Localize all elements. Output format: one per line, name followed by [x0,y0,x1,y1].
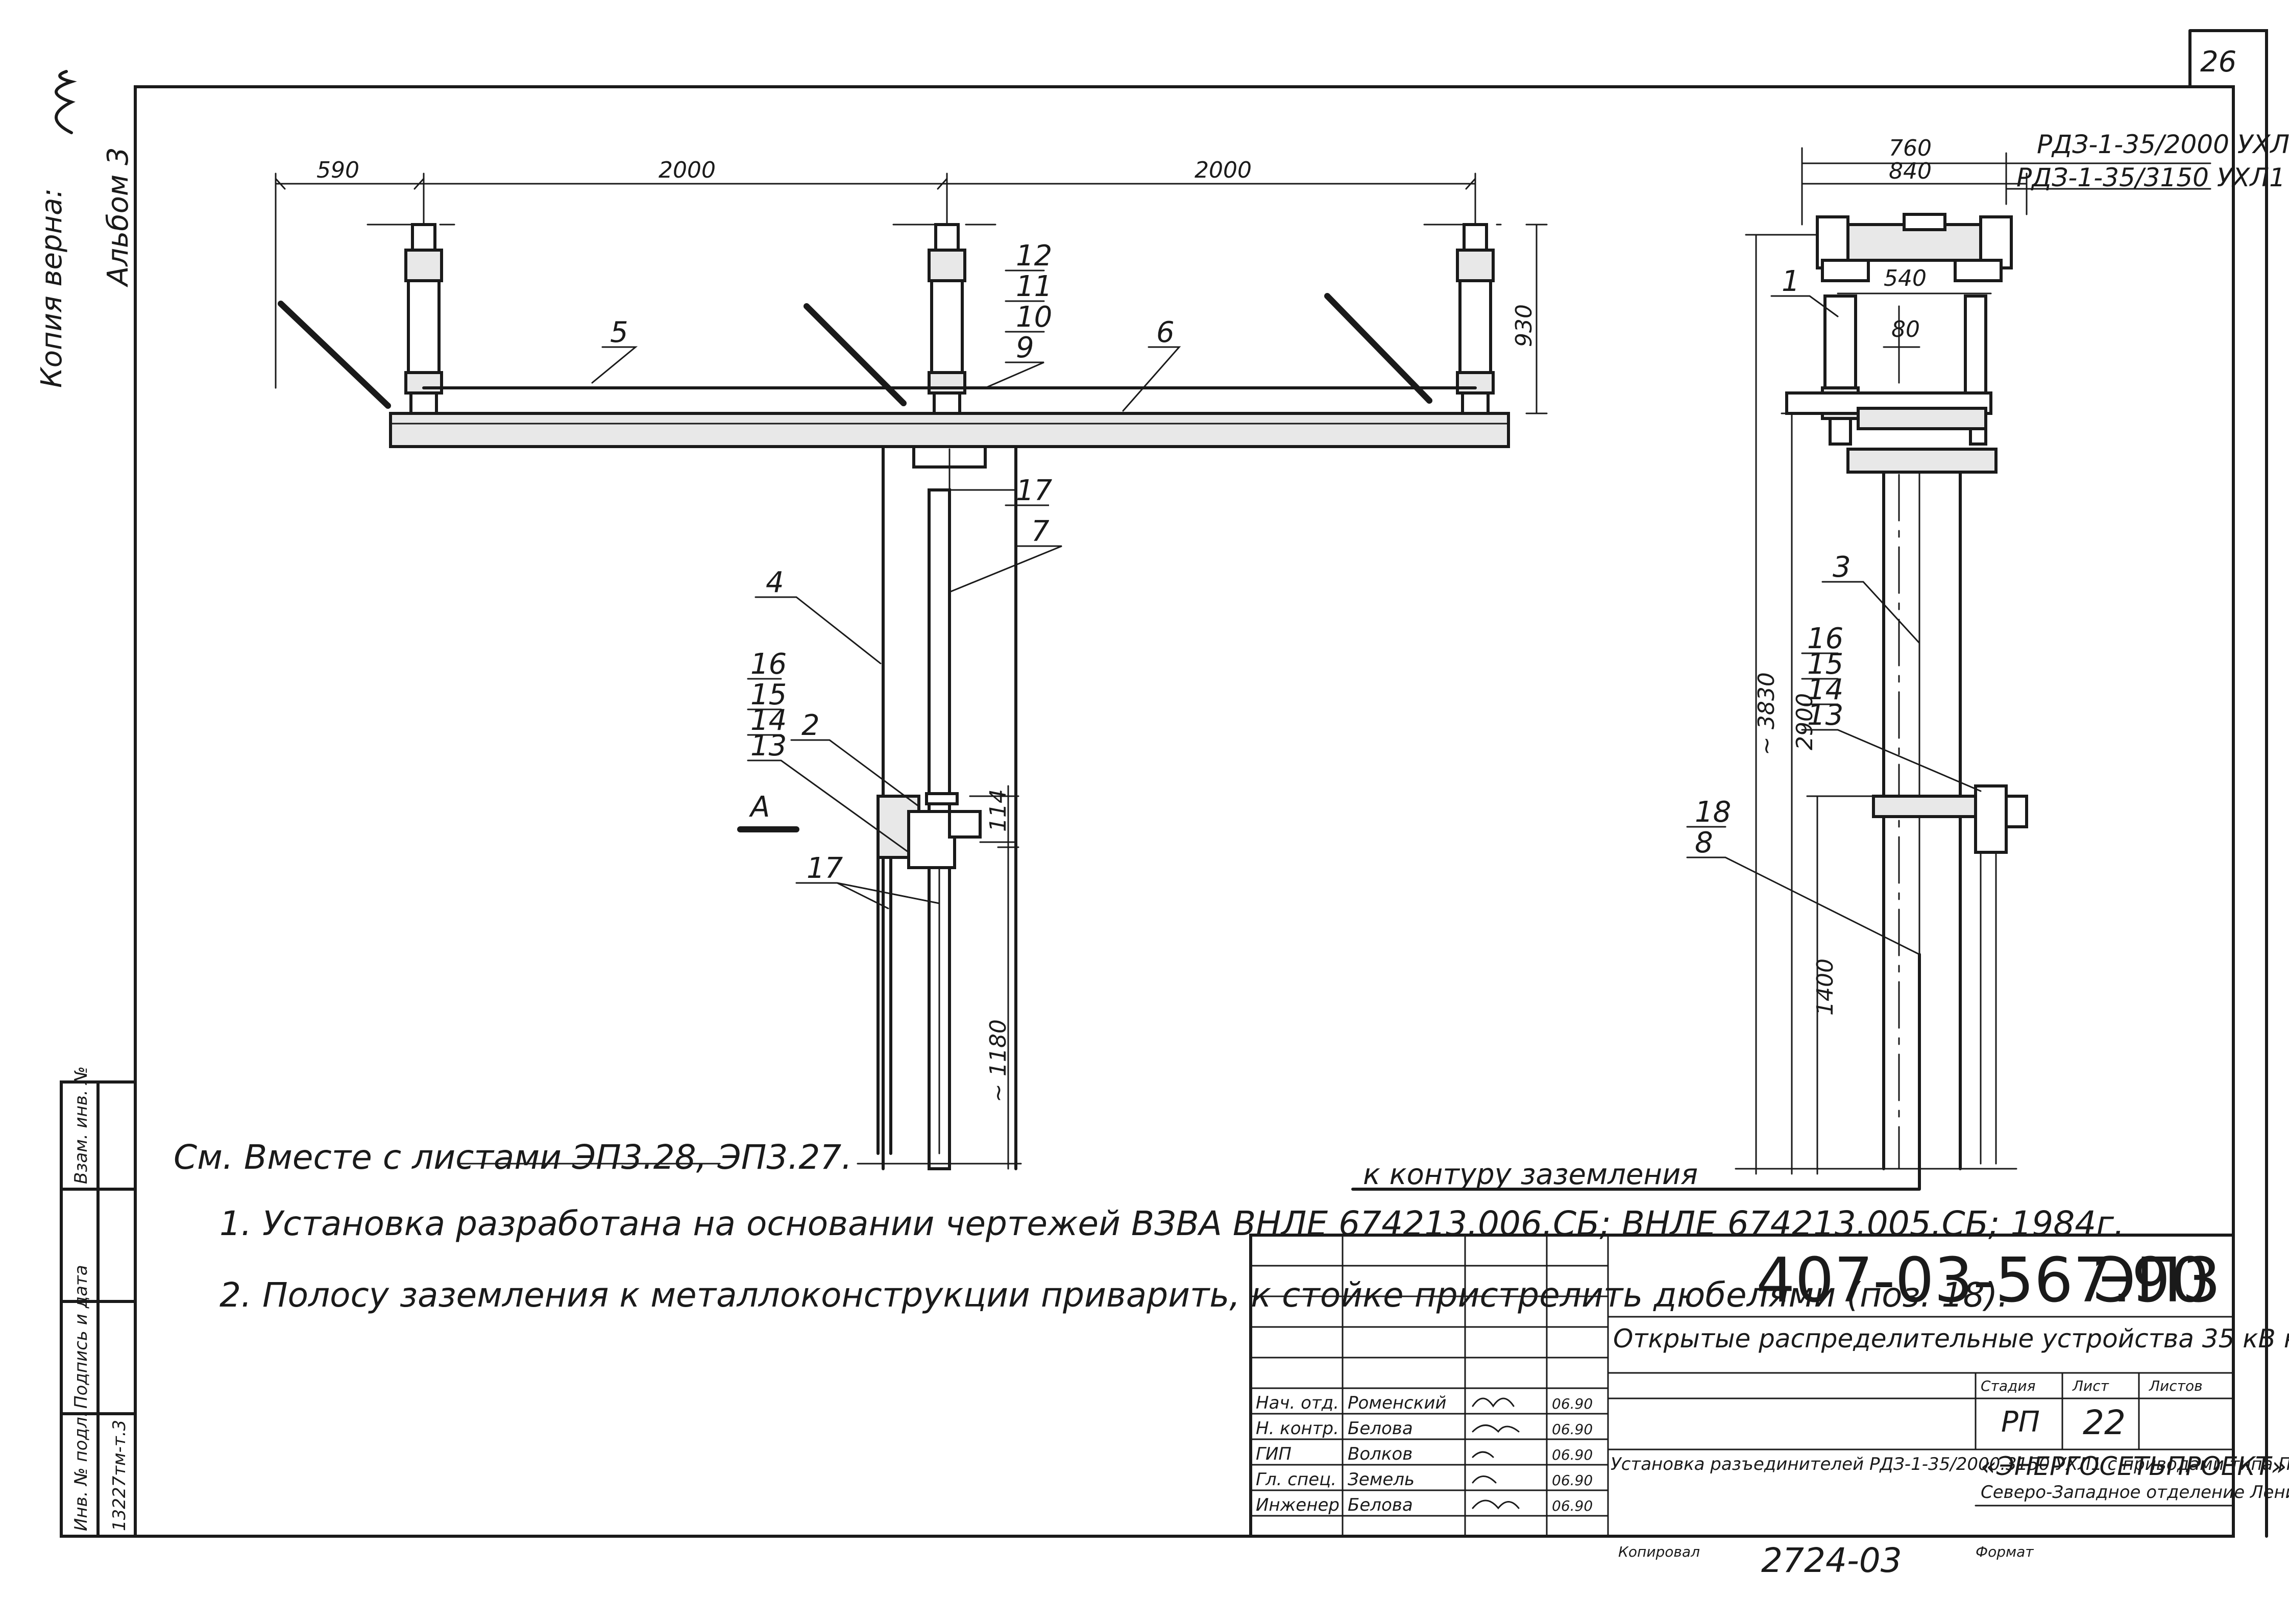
dim-590: 590 [316,157,359,183]
dim-840: 840 [1889,158,1932,184]
stamp-mark: ЭП3 [2093,1245,2221,1316]
insulator-middle [928,223,966,415]
dim-2000-right: 2000 [1195,157,1252,183]
signer-name-4: Белова [1348,1495,1413,1515]
view-mark-a: А [749,791,770,824]
label-7: 7 [1031,515,1050,548]
label-18: 18 [1695,796,1731,829]
label-16-side: 16 [1807,622,1843,655]
stamp-code: 407-03-567.90 [1756,1245,2209,1316]
title-block: 407-03-567.90 ЭП3 Открытые распределител… [1249,1234,2289,1538]
dim-540: 540 [1884,265,1927,291]
copy-signature [55,70,77,134]
dim-760: 760 [1889,135,1932,161]
signer-name-3: Земель [1348,1469,1415,1490]
stamp-org: «ЭНЕРГОСЕТЬПРОЕКТ» [1981,1451,2286,1481]
signer-date-3: 06.90 [1552,1472,1593,1489]
side-drive-bracket [1872,795,1992,818]
type-3150: РДЗ-1-35/3150 УХЛ1 [2016,163,2285,192]
label-10: 10 [1016,301,1052,334]
ground-rod [876,856,892,1155]
note-2: 2. Полосу заземления к металлоконструкци… [220,1275,2008,1315]
label-3: 3 [1833,551,1851,584]
sheet-frame [134,85,2235,1538]
signer-role-4: Инженер [1256,1495,1340,1515]
stamp-desc: Установка разъединителей РДЗ-1-35/2000.3… [1611,1454,2289,1474]
sheet-number-box [2188,29,2268,1538]
sheet-number: 26 [2200,45,2236,79]
label-5: 5 [610,316,628,349]
signer-role-1: Н. контр. [1256,1418,1339,1439]
side-stamp-inv-value: 13227тм-т.3 [109,1420,130,1531]
signatures [1472,1397,1520,1510]
signer-date-2: 06.90 [1552,1446,1593,1463]
dim-2000-left: 2000 [659,157,716,183]
stamp-sheets-h: Листов [2149,1377,2203,1394]
side-stamp-sign-date: Подпись и дата [71,1265,91,1409]
dim-114: 114 [985,789,1011,832]
label-17-top: 17 [1016,474,1053,507]
dim-930: 930 [1511,304,1537,347]
format-label: Формат [1976,1543,2034,1560]
signer-name-2: Волков [1348,1444,1413,1464]
signer-date-0: 06.90 [1552,1395,1593,1412]
blade-left [278,301,391,409]
signer-name-1: Белова [1348,1418,1413,1439]
frame-beam [389,412,1510,448]
front-view: 590 2000 2000 [275,157,1548,1175]
signer-name-0: Роменский [1348,1393,1447,1413]
stamp-org-sub: Северо-Западное отделение Ленинград [1981,1482,2289,1503]
copied-label: Копировал [1618,1543,1700,1560]
label-16-front: 16 [750,648,787,681]
label-1: 1 [1782,265,1800,298]
stamp-stage-h: Стадия [1981,1377,2035,1394]
insulator-left [404,223,443,415]
ground-note: к контуру заземления [1363,1158,1698,1191]
stamp-sheet-h: Лист [2072,1377,2109,1394]
side-drive [1974,784,2008,854]
label-9: 9 [1016,331,1034,364]
blade-right [1324,293,1432,404]
dim-2900: 2900 [1792,693,1818,750]
side-stamp-lines [60,1080,137,1538]
label-2: 2 [801,709,820,742]
signer-role-2: ГИП [1256,1444,1292,1464]
label-6: 6 [1156,316,1175,349]
signer-date-4: 06.90 [1552,1497,1593,1514]
dim-3830: ~ 3830 [1754,672,1780,755]
label-17-bottom: 17 [807,852,843,885]
label-11: 11 [1016,270,1052,303]
signer-role-0: Нач. отд. [1256,1393,1339,1413]
side-stamp-inv-orig: Инв. № подл. [71,1411,91,1531]
stamp-stage: РП [2001,1406,2040,1439]
note-1: 1. Установка разработана на основании че… [220,1204,2125,1243]
signer-date-1: 06.90 [1552,1421,1593,1438]
label-8: 8 [1695,826,1713,859]
dim-1400: 1400 [1812,958,1838,1016]
drawing-number: 2724-03 [1761,1541,1902,1580]
side-stamp-inv-repl: Взам. инв. № [71,1066,91,1184]
stamp-sheet: 22 [2083,1403,2126,1442]
side-view: 760 840 РДЗ-1-35/2000 УХЛ1 РДЗ-1-35/3150… [1351,130,2289,1191]
label-15-front: 15 [750,678,787,711]
label-12: 12 [1016,239,1052,273]
type-2000: РДЗ-1-35/2000 УХЛ1 [2037,130,2289,159]
label-4: 4 [766,566,784,599]
dim-1180: ~ 1180 [985,1019,1011,1102]
stamp-title: Открытые распределительные устройства 35… [1613,1324,2289,1354]
ground-strip [1351,953,1921,1191]
insulator-right [1456,223,1495,415]
side-beam [1846,448,1998,474]
dim-80: 80 [1891,316,1920,342]
signer-role-3: Гл. спец. [1256,1469,1336,1490]
see-also-note: См. Вместе с листами ЭП3.28, ЭП3.27. [174,1138,852,1177]
album-label: Альбом 3 [102,147,135,287]
copy-note: Копия верна: [35,188,68,388]
side-pillar [1882,471,1962,1170]
